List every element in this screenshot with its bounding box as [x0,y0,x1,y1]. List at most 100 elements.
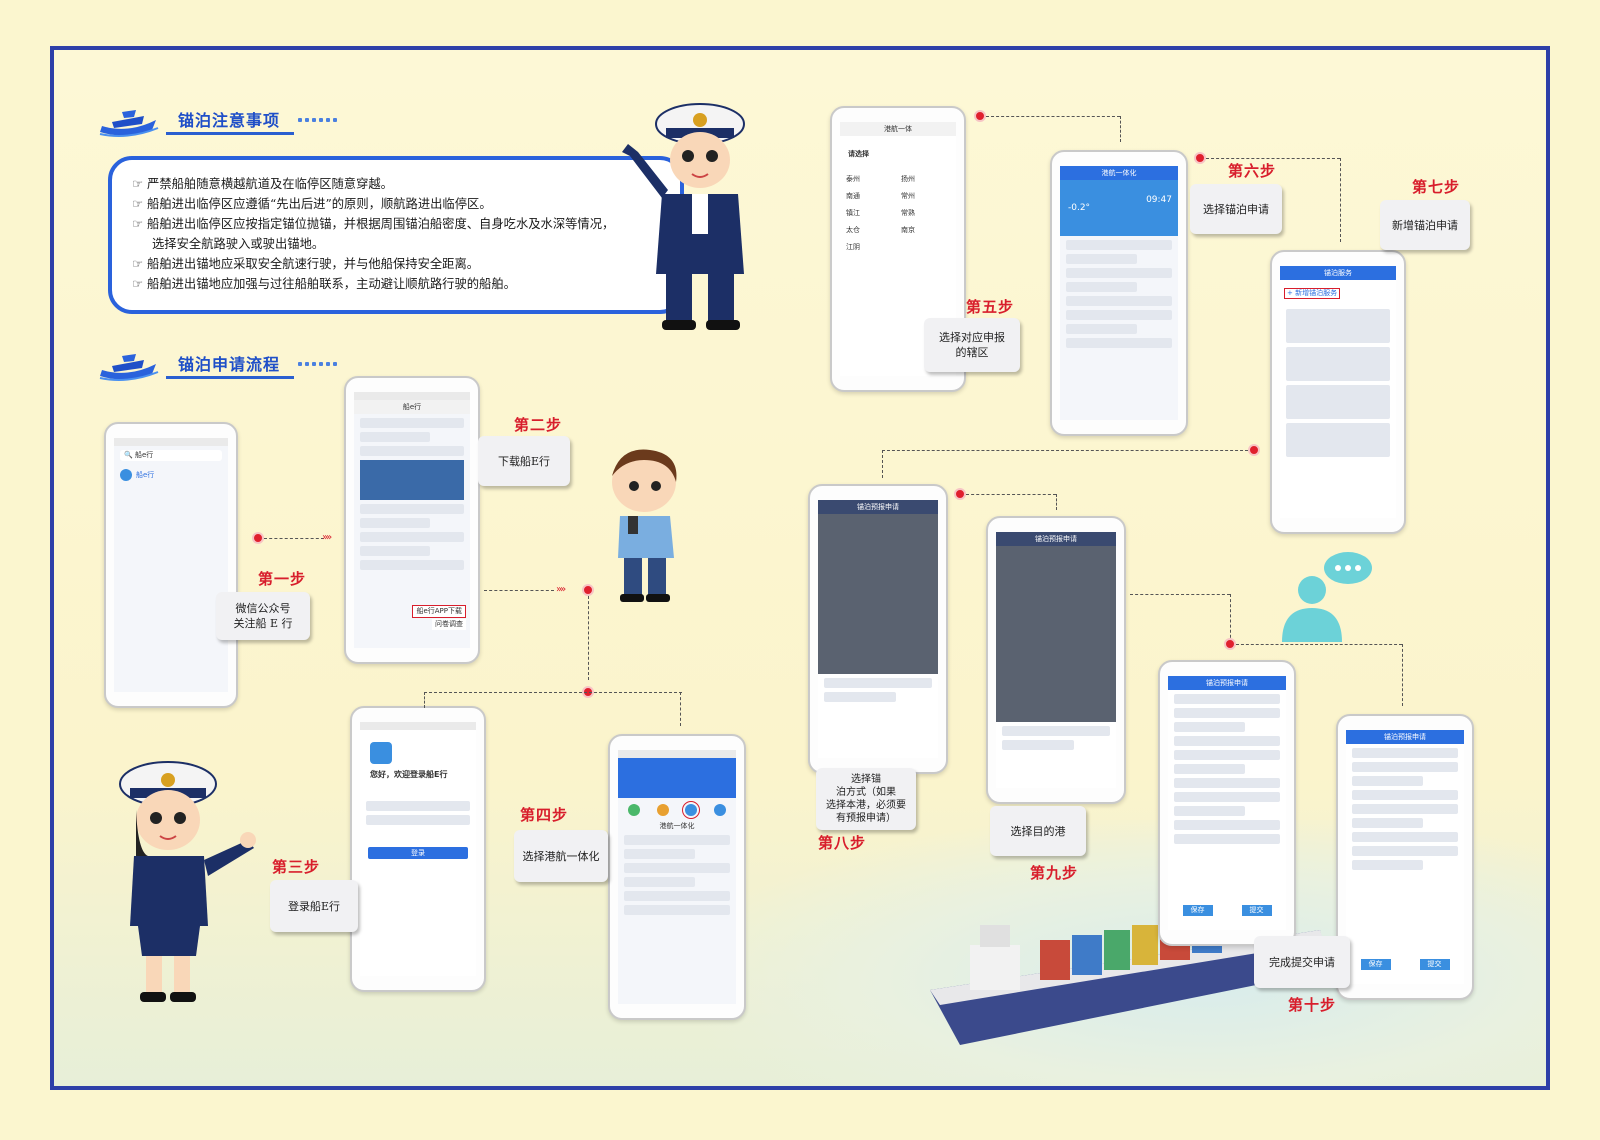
phone-step3-login: 您好，欢迎登录船E行 登录 [350,706,486,992]
city-option[interactable]: 扬州 [901,175,915,183]
port-shipping-integration-icon[interactable] [682,801,701,819]
pointing-hand-icon: ☞ [132,197,144,211]
app-icon[interactable] [628,804,641,816]
boy-with-phone-cartoon [612,449,677,602]
phone-step10-form: 锚泊预报申请 保存 提交 [1158,660,1296,946]
port-shipping-label: 港航一体化 [659,822,695,830]
phone-screen: 锚泊预报申请 保存 提交 [1168,676,1286,930]
pointing-hand-icon: ☞ [132,277,144,291]
submit-button[interactable]: 提交 [1241,905,1272,916]
step-label: 第二步 [514,416,563,434]
step-label: 第一步 [258,570,307,588]
step-label: 第十步 [1288,996,1337,1014]
step-card: 选择锚泊申请 [1182,174,1293,244]
phone-step6-services: 港航一体化 09:47 -0.2° [1050,150,1188,436]
connector-dot [582,584,594,596]
connector-line [1056,494,1057,510]
connector-line [1340,158,1341,242]
save-button[interactable]: 保存 [1360,959,1391,970]
connector-line [588,596,589,680]
step-card: 选择对应申报的辖区 [916,308,1031,382]
city-option[interactable]: 太仓 [846,226,860,234]
connector-line [680,692,681,726]
maritime-officer-cartoon [622,103,745,330]
step-card: 完成提交申请 [1246,926,1361,998]
city-option[interactable]: 南通 [846,192,860,200]
rule-item: ☞船舶进出临停区应按指定锚位抛锚，并根据周围锚泊船密度、自身吃水及水深等情况， [132,217,615,231]
save-button[interactable]: 保存 [1182,905,1213,916]
connector-line [1206,158,1340,159]
connector-dot [1248,444,1260,456]
connector-line [484,590,554,591]
phone-header: 锚泊服务 [1280,266,1396,280]
welcome-text: 您好，欢迎登录船E行 [370,770,448,779]
app-download-menu-item[interactable]: 船e行APP下载 [412,605,466,618]
login-button[interactable]: 登录 [368,847,468,859]
app-icon[interactable] [713,804,726,816]
article-banner-image [360,460,464,500]
phone-screen: 锚泊服务 + 新增锚泊服务 [1280,266,1396,518]
step-label: 第七步 [1412,178,1461,196]
connector-dot [954,488,966,500]
decor-dots [298,118,338,122]
connector-line [264,538,324,539]
connector-line [1120,116,1121,142]
weather-panel: 09:47 -0.2° [1060,180,1178,236]
wechat-search-input[interactable]: 🔍 船e行 [120,450,222,461]
phone-screen: 锚泊预报申请 [996,532,1116,788]
temperature-label: -0.2° [1068,203,1091,213]
search-result-item[interactable]: 船e行 [120,469,222,481]
connector-line [882,450,1248,451]
phone-header: 船e行 [354,400,470,414]
city-option[interactable]: 镇江 [846,209,860,217]
app-icon[interactable] [656,804,669,816]
phone-step9-port: 锚泊预报申请 [986,516,1126,804]
decor-dots [298,362,338,366]
connector-dot [252,532,264,544]
phone-step5-district: 港航一体 请选择 泰州 扬州 南通 常州 镇江 常熟 太仓 南京 江阴 [830,106,966,392]
phone-screen: 船e行 船e行APP下载 问卷调查 [354,392,470,648]
pointing-hand-icon: ☞ [132,177,144,191]
connector-line [424,692,682,693]
submit-button[interactable]: 提交 [1419,959,1450,970]
add-anchoring-button[interactable]: + 新增锚泊服务 [1284,288,1341,299]
connector-line [1402,644,1403,706]
phone-screen: 港航一体 请选择 泰州 扬州 南通 常州 镇江 常熟 太仓 南京 江阴 [840,122,956,376]
step-label: 第五步 [966,298,1015,316]
survey-menu-item[interactable]: 问卷调查 [432,619,466,630]
rule-item: ☞船舶进出锚地应采取安全航速行驶，并与他船保持安全距离。 [132,257,480,271]
connector-line [424,692,425,708]
city-option[interactable]: 泰州 [846,175,860,183]
connector-line [986,116,1120,117]
city-option[interactable]: 江阴 [846,243,860,251]
arrow-icon: »» [322,532,332,543]
phone-step8-mode: 锚泊预报申请 [808,484,948,774]
ship-logo-icon [99,110,159,137]
phone-screen: 港航一体化 09:47 -0.2° [1060,166,1178,420]
form-overlay [818,514,938,674]
connector-line [882,450,883,478]
step-card: 登录船E行 [262,870,369,942]
search-icon: 🔍 [124,451,133,459]
phone-screen: 锚泊预报申请 保存 提交 [1346,730,1464,984]
phone-final-form: 锚泊预报申请 保存 提交 [1336,714,1474,1000]
app-logo-icon [120,469,132,481]
step-label: 第三步 [272,858,321,876]
connector-line [966,494,1056,495]
connector-dot [974,110,986,122]
pointing-hand-icon: ☞ [132,217,144,231]
phone-header: 锚泊预报申请 [818,500,938,514]
city-option[interactable]: 南京 [901,226,915,234]
step-label: 第六步 [1228,162,1277,180]
step-label: 第四步 [520,806,569,824]
city-option[interactable]: 常熟 [901,209,915,217]
phone-step2-articles: 船e行 船e行APP下载 问卷调查 [344,376,480,664]
connector-dot [1224,638,1236,650]
phone-step4-home: 港航一体化 [608,734,746,1020]
rule-item-continuation: 选择安全航路驶入或驶出锚地。 [152,237,325,251]
home-banner [618,758,736,798]
city-option[interactable]: 常州 [901,192,915,200]
phone-screen: 锚泊预报申请 [818,500,938,758]
pointing-hand-icon: ☞ [132,257,144,271]
phone-header: 港航一体 [840,122,956,136]
